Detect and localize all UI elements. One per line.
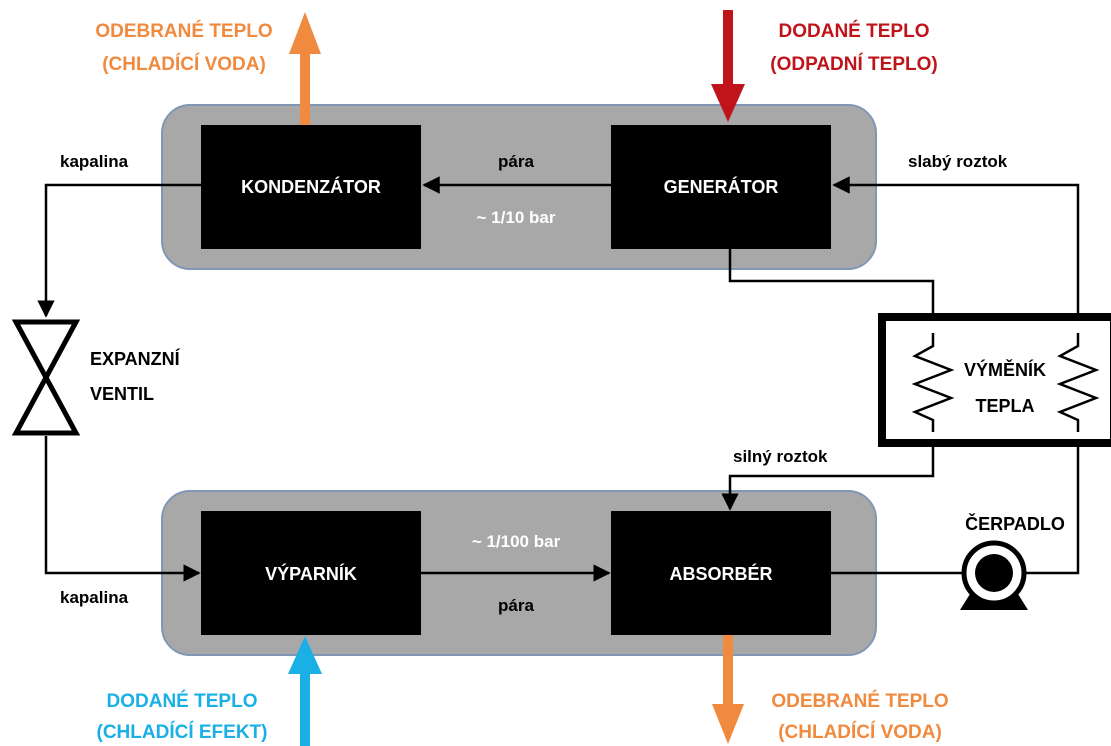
- pressure-top-label: ~ 1/10 bar: [477, 208, 556, 227]
- pump-label: ČERPADLO: [965, 513, 1065, 534]
- heat-exchanger-label-2: TEPLA: [975, 396, 1034, 416]
- exchanger-coil-left: [911, 333, 955, 432]
- expansion-valve-icon: [11, 319, 81, 436]
- kondenzator-block: [201, 125, 421, 249]
- heat-in-arrow-bottom-left: [288, 636, 322, 746]
- top-right-heat-line2: (ODPADNÍ TEPLO): [770, 53, 937, 75]
- kapalina-top-label: kapalina: [60, 152, 129, 171]
- heat-exchanger-box: [878, 313, 1111, 447]
- slaby-roztok-label: slabý roztok: [908, 152, 1008, 171]
- vyparnik-block: [201, 511, 421, 635]
- pump-icon: [960, 540, 1028, 610]
- weak-solution-line: [832, 176, 1080, 335]
- generator-outlet-line: [728, 249, 935, 335]
- kondenzator-label: KONDENZÁTOR: [241, 176, 381, 197]
- absorber-block: [611, 511, 831, 635]
- pressure-bottom-label: ~ 1/100 bar: [472, 532, 561, 551]
- top-right-heat-line1: DODANÉ TEPLO: [779, 20, 930, 42]
- kapalina-bottom-label: kapalina: [60, 588, 129, 607]
- absorber-label: ABSORBÉR: [669, 563, 772, 584]
- generator-block: [611, 125, 831, 249]
- para-bottom-label: pára: [498, 596, 534, 615]
- heat-out-arrow-bottom-right: [712, 635, 744, 744]
- heat-exchanger-label-1: VÝMĚNÍK: [964, 359, 1046, 380]
- expansion-valve-label-1: EXPANZNÍ: [90, 348, 181, 369]
- bottom-left-heat-line2: (CHLADÍCÍ EFEKT): [97, 721, 268, 743]
- bottom-left-heat-line1: DODANÉ TEPLO: [107, 690, 258, 712]
- generator-label: GENERÁTOR: [664, 176, 779, 197]
- silny-roztok-label: silný roztok: [733, 447, 828, 466]
- heat-out-arrow-top-left: [289, 12, 321, 125]
- strong-solution-line: [721, 428, 935, 511]
- pump-exchanger-line: [1026, 428, 1080, 575]
- top-left-heat-line2: (CHLADÍCÍ VODA): [102, 53, 266, 75]
- vyparnik-label: VÝPARNÍK: [265, 563, 357, 584]
- expansion-valve-label-2: VENTIL: [90, 384, 154, 404]
- liquid-line-top: [37, 183, 201, 318]
- para-top-label: pára: [498, 152, 534, 171]
- heat-in-arrow-top-right: [711, 10, 745, 122]
- liquid-line-bottom: [44, 436, 201, 582]
- top-left-heat-line1: ODEBRANÉ TEPLO: [95, 20, 272, 42]
- exchanger-coil-right: [1056, 333, 1100, 432]
- bottom-right-heat-line2: (CHLADÍCÍ VODA): [778, 721, 942, 743]
- bottom-right-heat-line1: ODEBRANÉ TEPLO: [771, 690, 948, 712]
